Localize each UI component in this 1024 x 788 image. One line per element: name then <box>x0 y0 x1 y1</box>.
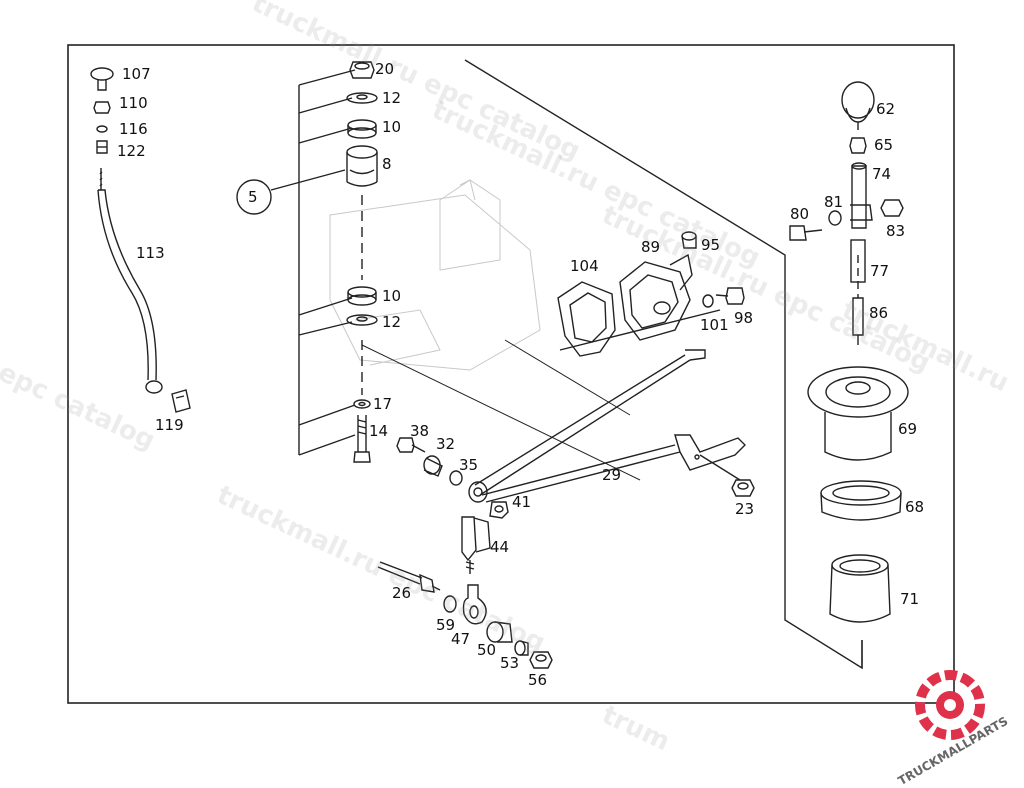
washer-12-top <box>346 92 378 104</box>
stack-bracket <box>298 69 363 456</box>
rod-113 <box>97 168 163 394</box>
callout-122: 122 <box>117 142 146 160</box>
right-bracket <box>464 59 863 670</box>
knob-107 <box>90 67 114 91</box>
nut-122 <box>96 140 108 154</box>
callout-47: 47 <box>451 630 471 648</box>
bolt-98 <box>715 287 745 305</box>
callout-23: 23 <box>735 500 755 518</box>
callout-10: 10 <box>382 287 402 305</box>
callout-107: 107 <box>122 65 151 83</box>
pin-26 <box>377 561 441 593</box>
nut-83 <box>880 199 904 217</box>
callout-69: 69 <box>898 420 918 438</box>
callout-8: 8 <box>382 155 392 173</box>
callout-32: 32 <box>436 435 456 453</box>
callout-38: 38 <box>410 422 430 440</box>
callout-89: 89 <box>641 238 661 256</box>
bush-35-38-32-41 <box>396 437 509 519</box>
callout-77: 77 <box>870 262 890 280</box>
bush-8 <box>346 145 378 187</box>
callout-44: 44 <box>490 538 510 556</box>
background-housing <box>329 179 541 371</box>
callout-95: 95 <box>701 236 721 254</box>
gasket-104 <box>557 281 616 357</box>
callout-98: 98 <box>734 309 754 327</box>
callout-35: 35 <box>459 456 479 474</box>
callout-116: 116 <box>119 120 148 138</box>
fork-44 <box>461 516 491 574</box>
callout-26: 26 <box>392 584 412 602</box>
callout-50: 50 <box>477 641 497 659</box>
nut-20 <box>349 61 375 79</box>
callout-119: 119 <box>155 416 184 434</box>
callout-20: 20 <box>375 60 395 78</box>
diagram-border <box>67 44 955 704</box>
lever-74 <box>850 162 873 229</box>
callout-14: 14 <box>369 422 389 440</box>
washer-116 <box>96 125 108 133</box>
ring-68 <box>820 480 902 521</box>
bush-10-top <box>347 119 377 139</box>
nut-65 <box>849 137 867 154</box>
eye-47 <box>462 584 487 625</box>
callout-104: 104 <box>570 257 599 275</box>
callout-29: 29 <box>602 466 622 484</box>
pin-86 <box>852 297 864 345</box>
callout-113: 113 <box>136 244 165 262</box>
callout-17: 17 <box>373 395 393 413</box>
nut-56 <box>529 651 553 669</box>
washer-81 <box>828 210 842 226</box>
washer-17 <box>353 399 371 409</box>
callout-80: 80 <box>790 205 810 223</box>
callout-83: 83 <box>886 222 906 240</box>
washer-101 <box>702 294 714 308</box>
callout-59: 59 <box>436 616 456 634</box>
callout-101: 101 <box>700 316 729 334</box>
washer-12-bottom <box>346 314 378 326</box>
washer-59 <box>443 595 457 613</box>
parts-diagram <box>67 44 985 740</box>
bush-10-bottom <box>347 286 377 306</box>
truckmall-logo <box>915 670 985 740</box>
callout-62: 62 <box>876 100 896 118</box>
nut-110 <box>93 101 111 114</box>
sleeve-71 <box>829 554 891 623</box>
clip-119 <box>171 389 191 413</box>
callout-110: 110 <box>119 94 148 112</box>
callout-circle-5 <box>236 179 272 215</box>
bush-95 <box>681 231 697 249</box>
callout-41: 41 <box>512 493 532 511</box>
rod-29 <box>474 349 746 503</box>
callout-74: 74 <box>872 165 892 183</box>
knob-62 <box>841 81 875 130</box>
callout-12: 12 <box>382 89 402 107</box>
bush-50 <box>486 621 513 643</box>
housing-89 <box>619 253 693 341</box>
callout-56: 56 <box>528 671 548 689</box>
callout-65: 65 <box>874 136 894 154</box>
callout-86: 86 <box>869 304 889 322</box>
callout-68: 68 <box>905 498 925 516</box>
bush-53 <box>514 640 529 656</box>
boot-69 <box>807 366 909 461</box>
callout-12: 12 <box>382 313 402 331</box>
callout-5: 5 <box>248 188 258 206</box>
callout-81: 81 <box>824 193 844 211</box>
nut-23 <box>731 479 755 497</box>
callout-53: 53 <box>500 654 520 672</box>
bolt-80 <box>789 225 823 241</box>
callout-10: 10 <box>382 118 402 136</box>
callout-71: 71 <box>900 590 920 608</box>
bolt-14 <box>353 415 371 463</box>
